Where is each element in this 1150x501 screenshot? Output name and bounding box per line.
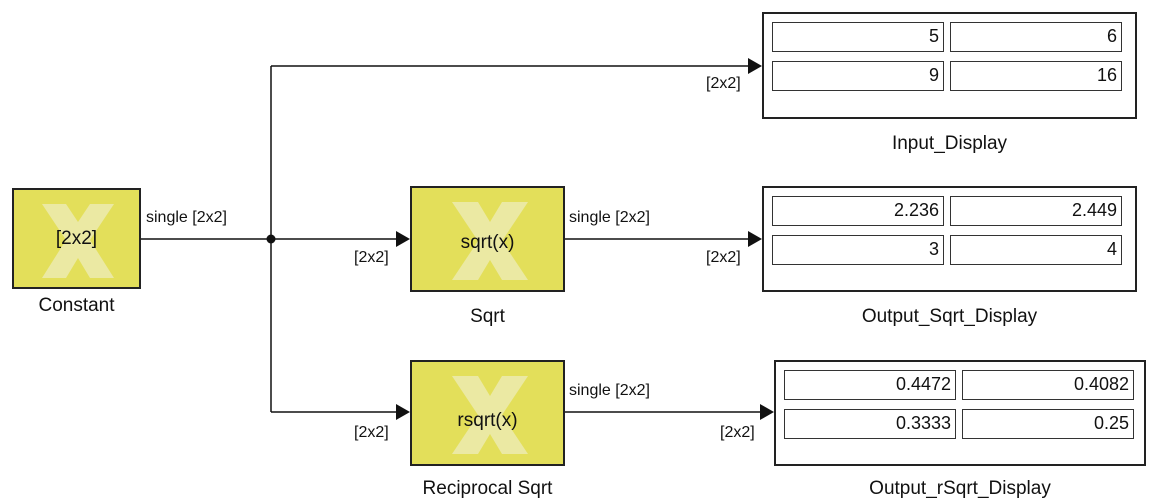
arrow-rsqrt-display bbox=[760, 404, 774, 420]
arrow-sqrt-in bbox=[396, 231, 410, 247]
sqrt-in-port-label: [2x2] bbox=[354, 249, 389, 266]
rsqrt-label: Reciprocal Sqrt bbox=[422, 478, 553, 499]
display-cell: 6 bbox=[950, 22, 1122, 52]
output-sqrt-display[interactable]: 2.236 2.449 3 4 bbox=[762, 186, 1137, 292]
display-cell: 0.25 bbox=[962, 409, 1134, 439]
constant-label: Constant bbox=[38, 295, 115, 316]
display-cell: 4 bbox=[950, 235, 1122, 265]
sqrt-block[interactable]: sqrt(x) bbox=[410, 186, 565, 292]
rsqrt-block-text: rsqrt(x) bbox=[457, 410, 518, 431]
xilinx-logo-icon bbox=[42, 204, 114, 278]
display-cell: 3 bbox=[772, 235, 944, 265]
output-rsqrt-display-label: Output_rSqrt_Display bbox=[869, 478, 1051, 499]
sqrt-block-text: sqrt(x) bbox=[460, 232, 515, 253]
rsqrt-display-port-label: [2x2] bbox=[720, 424, 755, 441]
rsqrt-out-signal-label: single [2x2] bbox=[569, 382, 650, 399]
rsqrt-in-port-label: [2x2] bbox=[354, 424, 389, 441]
display-cell: 0.4082 bbox=[962, 370, 1134, 400]
display-cell: 2.449 bbox=[950, 196, 1122, 226]
xilinx-logo-icon bbox=[452, 376, 528, 454]
sqrt-label: Sqrt bbox=[470, 306, 505, 327]
constant-block-text: [2x2] bbox=[55, 228, 98, 249]
branch-point bbox=[266, 234, 276, 244]
xilinx-logo-icon bbox=[452, 202, 528, 280]
display-cell: 2.236 bbox=[772, 196, 944, 226]
display-cell: 0.3333 bbox=[784, 409, 956, 439]
sqrt-out-signal-label: single [2x2] bbox=[569, 209, 650, 226]
output-sqrt-display-label: Output_Sqrt_Display bbox=[861, 306, 1038, 327]
sqrt-display-port-label: [2x2] bbox=[706, 249, 741, 266]
display-cell: 0.4472 bbox=[784, 370, 956, 400]
rsqrt-block[interactable]: rsqrt(x) bbox=[410, 360, 565, 466]
arrow-sqrt-display bbox=[748, 231, 762, 247]
input-display[interactable]: 5 6 9 16 bbox=[762, 12, 1137, 119]
input-display-label: Input_Display bbox=[891, 133, 1008, 154]
display-cell: 16 bbox=[950, 61, 1122, 91]
constant-block[interactable]: [2x2] bbox=[12, 188, 141, 289]
arrow-input-display bbox=[748, 58, 762, 74]
constant-out-signal-label: single [2x2] bbox=[146, 209, 227, 226]
display-cell: 5 bbox=[772, 22, 944, 52]
input-display-port-label: [2x2] bbox=[706, 75, 741, 92]
output-rsqrt-display[interactable]: 0.4472 0.4082 0.3333 0.25 bbox=[774, 360, 1146, 466]
display-cell: 9 bbox=[772, 61, 944, 91]
arrow-rsqrt-in bbox=[396, 404, 410, 420]
